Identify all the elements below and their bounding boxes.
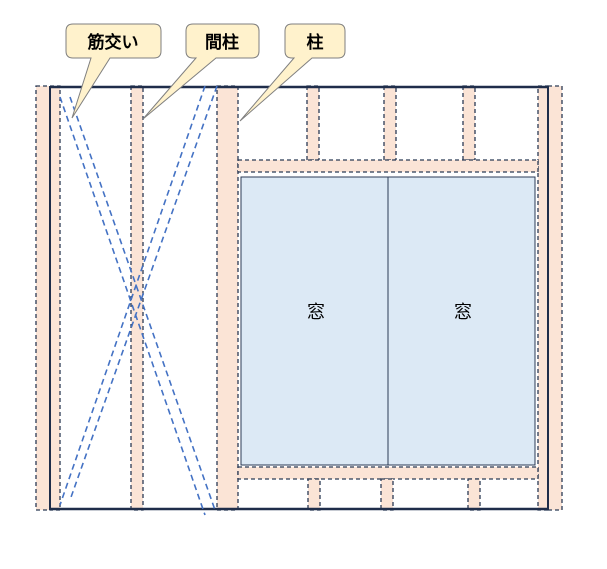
window-unit: 窓 窓: [240, 176, 536, 466]
right-inner-post: [537, 85, 549, 511]
short-stud-bottom-1: [307, 478, 321, 511]
short-stud-bottom-3: [467, 478, 481, 511]
window-sill: [237, 466, 539, 480]
callout-brace-label: 筋交い: [87, 32, 139, 53]
brace-a-2: [69, 96, 216, 511]
callout-stud: 間柱: [142, 23, 260, 120]
callout-brace-shape: [65, 23, 162, 119]
short-stud-top-3: [462, 85, 476, 161]
callout-stud-shape: [142, 23, 260, 120]
right-outer-post: [547, 85, 563, 511]
window-right-label: 窓: [454, 302, 472, 323]
callout-stud-label: 間柱: [205, 32, 239, 53]
window-left-pane: [240, 176, 389, 466]
window-left-label: 窓: [307, 302, 325, 323]
callout-post: 柱: [239, 23, 346, 122]
brace-a-1: [59, 96, 206, 516]
window-lintel: [237, 159, 539, 173]
window-right-pane: [387, 176, 536, 466]
short-stud-bottom-2: [380, 478, 394, 511]
post-center: [216, 85, 239, 511]
left-inner-post: [49, 85, 61, 511]
callout-post-label: 柱: [307, 32, 324, 53]
brace-b-1: [59, 85, 206, 506]
left-outer-post: [35, 85, 51, 511]
brace-b-2: [69, 85, 218, 501]
callout-post-shape: [239, 23, 346, 122]
callout-brace: 筋交い: [65, 23, 162, 119]
short-stud-top-1: [306, 85, 320, 161]
frame-lines: [49, 85, 549, 511]
braces: [59, 85, 218, 516]
short-stud-top-2: [383, 85, 397, 161]
